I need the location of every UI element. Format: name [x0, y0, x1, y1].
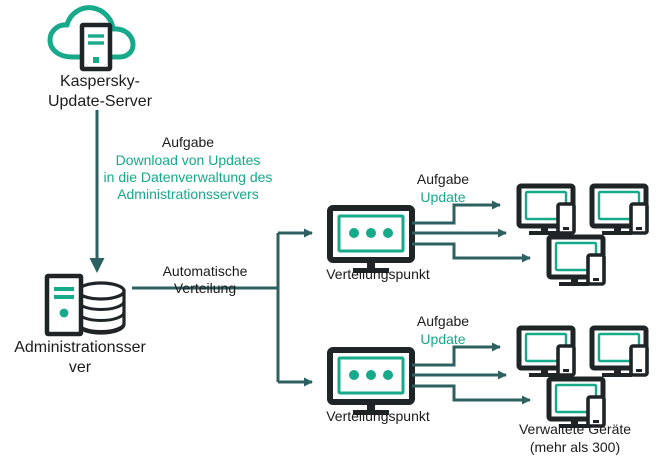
edge-label-download-task-title: Aufgabe	[161, 134, 215, 150]
edges-distribution-top-to-devices	[412, 200, 531, 263]
node-label-distribution-point-top: Verteilungspunkt	[326, 266, 430, 282]
edge-update-server-to-admin-server	[89, 110, 105, 273]
managed-device-bottom-3	[546, 376, 606, 428]
edge-label-update-task-bottom-value: Update	[420, 331, 466, 347]
phone-icon	[629, 202, 649, 235]
server-status-dot	[93, 57, 99, 63]
node-label-admin-server: Administrationsser ver	[14, 339, 146, 376]
managed-device-bottom-2	[589, 325, 649, 377]
download-task-line-1: Download von Updates	[115, 152, 261, 168]
node-label-update-server: Kaspersky- Update-Server	[47, 73, 153, 110]
node-label-managed-devices-count: (mehr als 300)	[529, 439, 621, 455]
admin-status-dot	[59, 308, 69, 318]
managed-device-top-2	[589, 183, 649, 235]
edge-label-update-task-top-value: Update	[420, 189, 466, 205]
managed-device-top-1	[516, 183, 576, 235]
download-task-line-3: Administrationsservers	[117, 186, 259, 203]
cloud-shape	[47, 5, 136, 60]
edge-admin-to-distribution-points	[132, 228, 313, 387]
download-task-line-2: in die Datenverwaltung des	[103, 169, 273, 186]
monitor-dots-icon-bottom	[327, 347, 415, 415]
phone-icon	[586, 253, 606, 286]
node-label-managed-devices-title: Verwaltete Geräte	[518, 421, 632, 437]
monitor-dots-icon-top	[327, 205, 415, 273]
database-stack	[76, 281, 126, 335]
edge-label-update-task-top-title: Aufgabe	[416, 171, 470, 187]
cloud-server-icon	[47, 5, 136, 72]
phone-icon	[556, 202, 576, 235]
node-label-distribution-point-bottom: Verteilungspunkt	[326, 408, 430, 424]
phone-icon	[556, 344, 576, 377]
edge-label-auto-distribution: Automatische Verteilung	[162, 263, 248, 297]
phone-icon	[586, 395, 606, 428]
managed-device-top-3	[546, 234, 606, 286]
admin-server-tower	[44, 273, 84, 337]
managed-device-bottom-1	[516, 325, 576, 377]
server-database-icon	[44, 273, 126, 337]
edge-label-update-task-bottom-title: Aufgabe	[416, 313, 470, 329]
arrowhead-down	[89, 258, 105, 273]
edges-distribution-bottom-to-devices	[412, 342, 531, 405]
phone-icon	[629, 344, 649, 377]
